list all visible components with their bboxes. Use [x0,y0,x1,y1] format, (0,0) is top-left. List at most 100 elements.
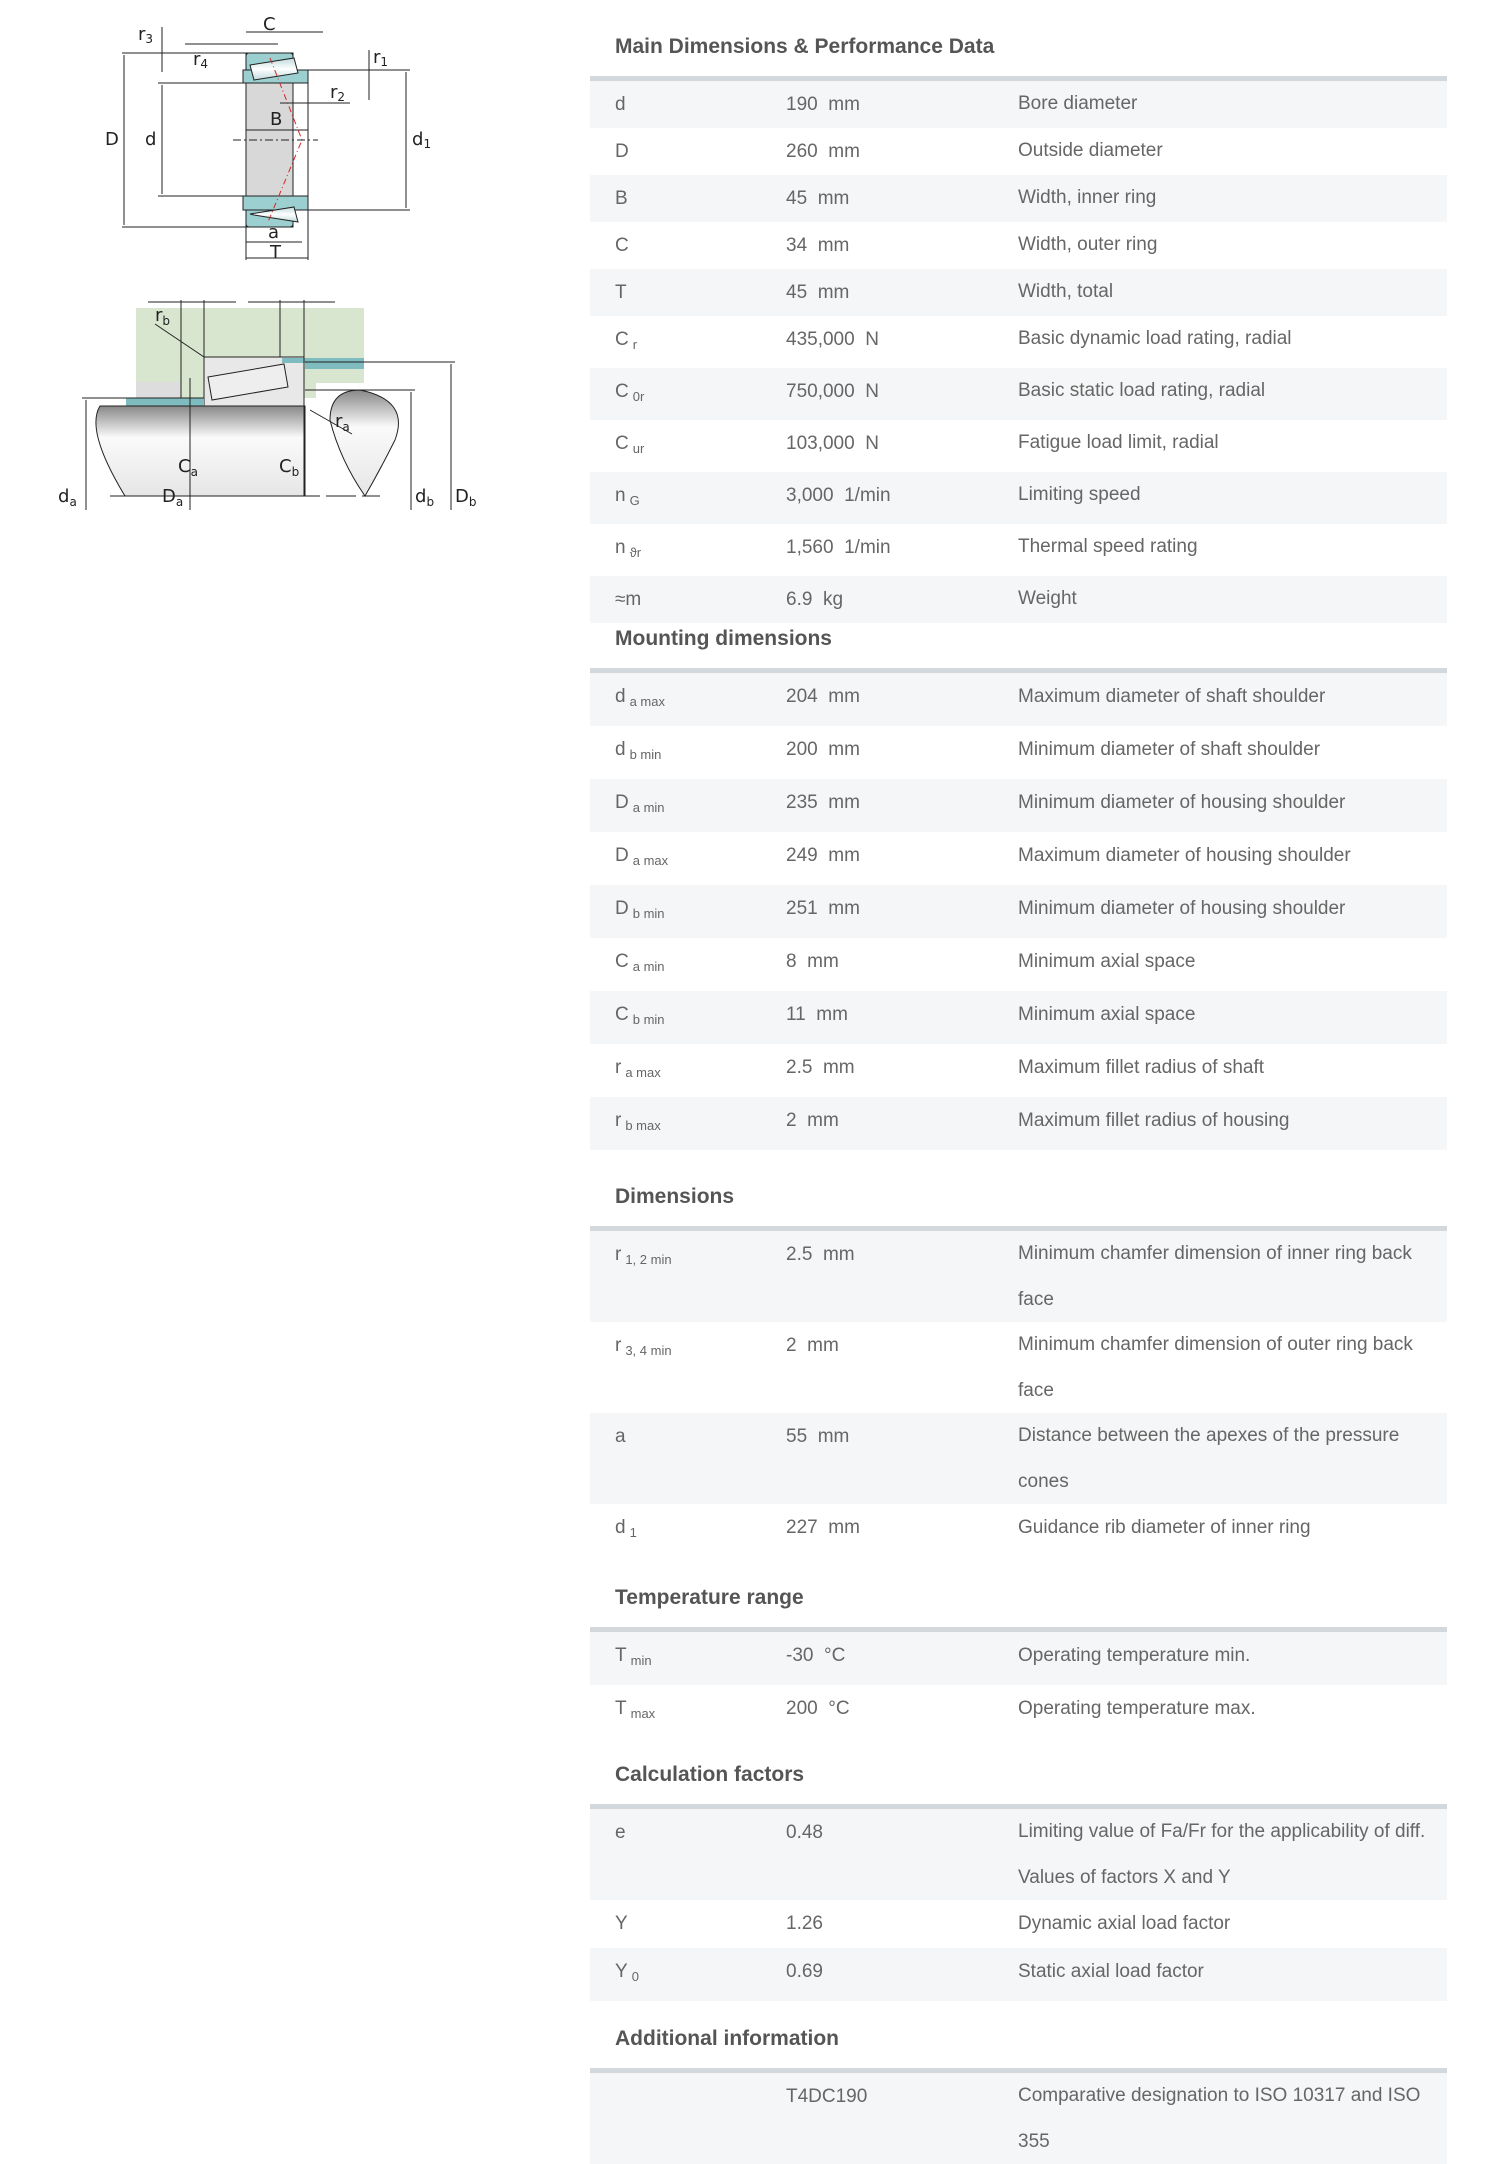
description-cell: Fatigue load limit, radial [1018,432,1219,453]
svg-text:Ca: Ca [178,456,198,479]
symbol: T [615,282,627,303]
description-cell: Distance between the apexes of the press… [1018,1425,1400,1492]
symbol: n [615,485,626,506]
value-cell: 2.5 mm [786,1057,855,1078]
description-cell: Minimum chamfer dimension of inner ring … [1018,1243,1412,1310]
symbol: Y [615,1913,628,1934]
table-row: C 34 mm Width, outer ring [590,222,1447,269]
symbol-cell: d [590,81,786,128]
svg-text:r2: r2 [330,82,345,104]
value-cell: 2.5 mm [786,1244,855,1265]
table-row: a 55 mm Distance between the apexes of t… [590,1413,1447,1504]
description-cell: Bore diameter [1018,93,1138,114]
section-title: Main Dimensions & Performance Data [615,35,995,58]
svg-text:Db: Db [455,486,477,509]
description-cell: Minimum axial space [1018,1004,1196,1025]
symbol: d [615,686,626,707]
value-cell: 0.69 [786,1961,823,1982]
symbol-cell: T [590,269,786,316]
symbol: T [615,1698,627,1719]
symbol: ≈m [615,589,642,610]
symbol-cell: Y [590,1900,786,1948]
symbol-subscript: b min [632,906,665,921]
symbol: a [615,1426,626,1447]
svg-text:r4: r4 [193,49,208,71]
symbol-subscript: 0r [632,389,645,404]
symbol: D [615,845,629,866]
symbol-cell: e [590,1809,786,1900]
symbol: d [615,94,626,115]
value-cell: 45 mm [786,188,850,209]
svg-text:D: D [105,129,119,150]
symbol-subscript: 3, 4 min [625,1343,672,1358]
value-cell: 11 mm [786,1004,848,1025]
symbol-subscript: a min [632,959,665,974]
description-cell: Operating temperature max. [1018,1698,1256,1719]
svg-text:Cb: Cb [279,456,299,479]
section-main-dimensions-performance-data: Main Dimensions & Performance Data d 190… [590,18,1447,623]
symbol: d [615,1517,626,1538]
symbol-subscript: min [630,1653,652,1668]
table-row: ≈m 6.9 kg Weight [590,576,1447,623]
value-cell: 249 mm [786,845,860,866]
symbol: r [615,1335,622,1356]
section-title: Temperature range [615,1586,804,1609]
symbol: d [615,739,626,760]
table-row: D 260 mm Outside diameter [590,128,1447,175]
value-cell: 6.9 kg [786,589,844,610]
value-cell: -30 °C [786,1645,846,1666]
symbol: C [615,235,629,256]
symbol-subscript: b max [625,1118,661,1133]
section-divider [590,76,1447,81]
description-cell: Maximum fillet radius of housing [1018,1110,1290,1131]
description-cell: Comparative designation to ISO 10317 and… [1018,2085,1421,2152]
symbol-cell: C [590,222,786,269]
symbol-subscript: 0 [631,1969,639,1984]
svg-text:d1: d1 [412,129,431,151]
description-cell: Maximum diameter of housing shoulder [1018,845,1351,866]
value-cell: 103,000 N [786,433,879,454]
description-cell: Weight [1018,588,1077,609]
symbol-cell: a [590,1413,786,1504]
section-divider [590,1226,1447,1231]
symbol: D [615,792,629,813]
svg-text:Da: Da [162,486,183,509]
value-cell: 435,000 N [786,329,879,350]
mounting-drawing [82,300,455,510]
symbol-subscript: r [632,337,638,352]
symbol: D [615,141,629,162]
description-cell: Maximum diameter of shaft shoulder [1018,686,1326,707]
value-cell: 200 mm [786,739,860,760]
svg-text:d: d [145,129,156,150]
symbol-subscript: ur [632,441,645,456]
symbol: n [615,537,626,558]
description-cell: Dynamic axial load factor [1018,1913,1231,1934]
description-cell: Outside diameter [1018,140,1163,161]
description-cell: Static axial load factor [1018,1961,1204,1982]
symbol: C [615,329,629,350]
description-cell: Maximum fillet radius of shaft [1018,1057,1265,1078]
svg-text:rb: rb [155,305,170,328]
value-cell: 8 mm [786,951,839,972]
table-row: T 45 mm Width, total [590,269,1447,316]
value-cell: 2 mm [786,1335,839,1356]
